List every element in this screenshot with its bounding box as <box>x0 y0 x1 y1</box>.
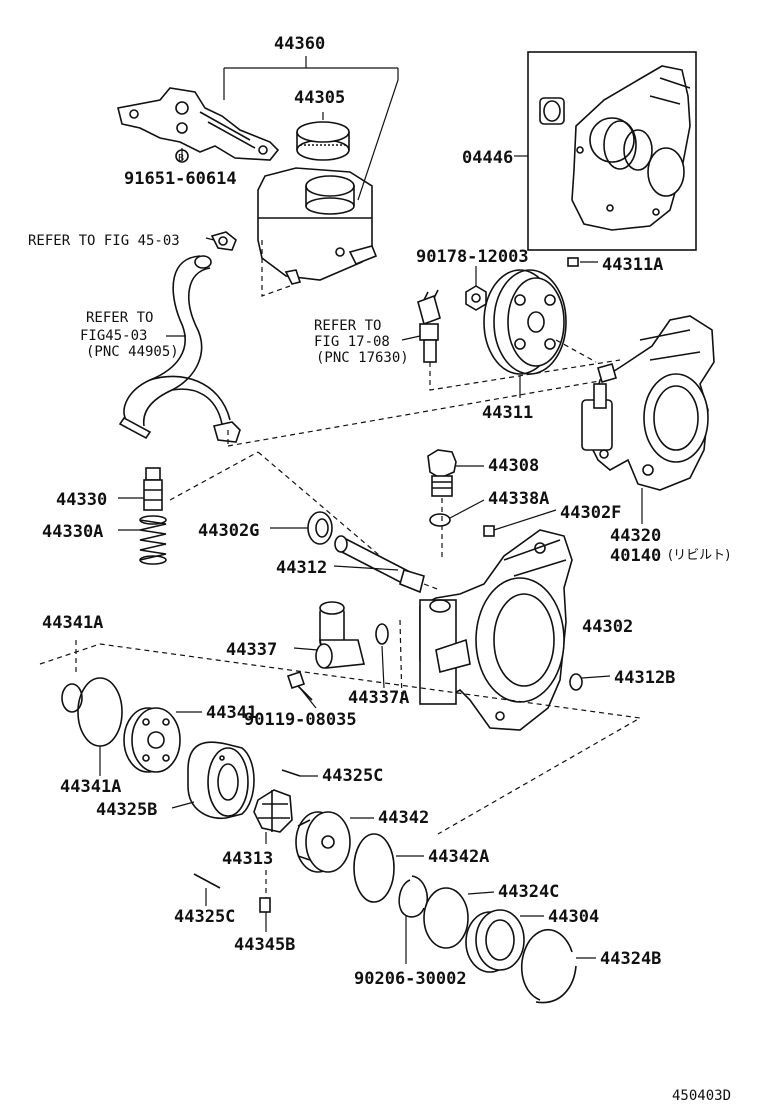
snap-ring-44324C-drawing <box>398 875 428 918</box>
pump-housing-drawing <box>419 529 573 731</box>
label-40140-rebuilt-note: (リビルト) <box>668 548 730 563</box>
label-44311: 44311 <box>482 403 533 423</box>
pump-cover-drawing <box>571 65 691 231</box>
label-90178-12003: 90178-12003 <box>416 247 529 267</box>
diagram-code: 450403D <box>672 1088 731 1104</box>
refer-fig-45-03-top: REFER TO FIG 45-03 <box>28 233 180 249</box>
parts-kit-box <box>527 51 697 251</box>
reservoir-cap-drawing <box>296 121 350 161</box>
pin-44325C-top-drawing <box>281 769 301 777</box>
o-ring-44324C-drawing <box>423 887 469 949</box>
o-ring-44341A-large-drawing <box>77 677 123 747</box>
label-44324B: 44324B <box>600 949 661 969</box>
side-plate-44341-drawing <box>123 707 181 773</box>
pump-assembly-drawing <box>581 315 715 491</box>
reservoir-tank-drawing <box>257 167 378 285</box>
pulley-drawing <box>483 269 567 375</box>
snap-ring-44312B-drawing <box>569 673 583 691</box>
label-44338A: 44338A <box>488 489 549 509</box>
hose-clamp-top-drawing <box>210 231 237 251</box>
label-44337: 44337 <box>226 640 277 660</box>
label-44304: 44304 <box>548 907 599 927</box>
label-44325C-top: 44325C <box>322 766 383 786</box>
front-plate-44342-drawing <box>295 811 351 873</box>
label-44313: 44313 <box>222 849 273 869</box>
pressure-switch-drawing <box>417 289 441 363</box>
small-washer-44311A-drawing <box>567 257 579 267</box>
valve-spring-drawing <box>139 515 167 565</box>
label-44302: 44302 <box>582 617 633 637</box>
o-ring-44337A-drawing <box>375 623 389 645</box>
label-44341: 44341 <box>206 703 257 723</box>
suction-hose-drawing <box>118 255 231 440</box>
label-44325B: 44325B <box>96 800 157 820</box>
label-44337A: 44337A <box>348 688 409 708</box>
union-fitting-drawing <box>427 449 457 497</box>
label-44341A-top: 44341A <box>42 613 103 633</box>
o-ring-44342A-drawing <box>353 833 395 903</box>
svg-text:B: B <box>178 153 184 164</box>
stud-44302F-drawing <box>483 525 495 537</box>
label-44330: 44330 <box>56 490 107 510</box>
reservoir-bracket-drawing <box>117 87 280 161</box>
label-44311A: 44311A <box>602 255 663 275</box>
label-44325C-bottom: 44325C <box>174 907 235 927</box>
label-44308: 44308 <box>488 456 539 476</box>
label-44320: 44320 <box>610 526 661 546</box>
label-91651-60614: 91651-60614 <box>124 169 237 189</box>
refer-fig-17-08: FIG 17-08 <box>314 334 390 350</box>
refer-fig-45-03-hose: FIG45-03 <box>80 328 147 344</box>
label-44324C: 44324C <box>498 882 559 902</box>
refer-to-label-1: REFER TO <box>86 310 153 326</box>
circled-b-mark: B <box>175 149 189 164</box>
label-90206-30002: 90206-30002 <box>354 969 467 989</box>
label-44341A-bottom: 44341A <box>60 777 121 797</box>
o-ring-44341A-small-drawing <box>61 683 83 713</box>
rotor-44313-drawing <box>253 789 293 833</box>
label-44302G: 44302G <box>198 521 259 541</box>
refer-to-label-2: REFER TO <box>314 318 381 334</box>
label-40140: 40140 <box>610 546 661 566</box>
label-44360: 44360 <box>274 34 325 54</box>
label-44342: 44342 <box>378 808 429 828</box>
label-44330A: 44330A <box>42 522 103 542</box>
oil-seal-44304-drawing <box>465 909 525 973</box>
label-44312B: 44312B <box>614 668 675 688</box>
hose-clamp-bottom-drawing <box>212 421 241 443</box>
label-44342A: 44342A <box>428 847 489 867</box>
pump-shaft-drawing <box>334 535 425 594</box>
label-44302F: 44302F <box>560 503 621 523</box>
label-04446: 04446 <box>462 148 513 168</box>
pump-cover-seal-drawing <box>539 97 565 125</box>
o-ring-44338A-drawing <box>429 513 451 527</box>
vane-44345B-drawing <box>259 897 271 913</box>
pulley-nut-drawing <box>465 285 487 311</box>
label-44312: 44312 <box>276 558 327 578</box>
snap-ring-44324B-drawing <box>521 928 577 1004</box>
label-44345B: 44345B <box>234 935 295 955</box>
bolt-90119-drawing <box>286 670 313 701</box>
flow-control-valve-drawing <box>143 467 163 511</box>
refer-pnc-44905: (PNC 44905) <box>86 344 179 360</box>
refer-pnc-17630: (PNC 17630) <box>316 350 409 366</box>
bearing-44302G-drawing <box>307 511 333 545</box>
cam-ring-44325B-drawing <box>187 741 255 820</box>
suction-connector-drawing <box>315 601 365 669</box>
label-44305: 44305 <box>294 88 345 108</box>
label-90119-08035: 90119-08035 <box>244 710 357 730</box>
pin-44325C-bottom-drawing <box>193 873 221 889</box>
